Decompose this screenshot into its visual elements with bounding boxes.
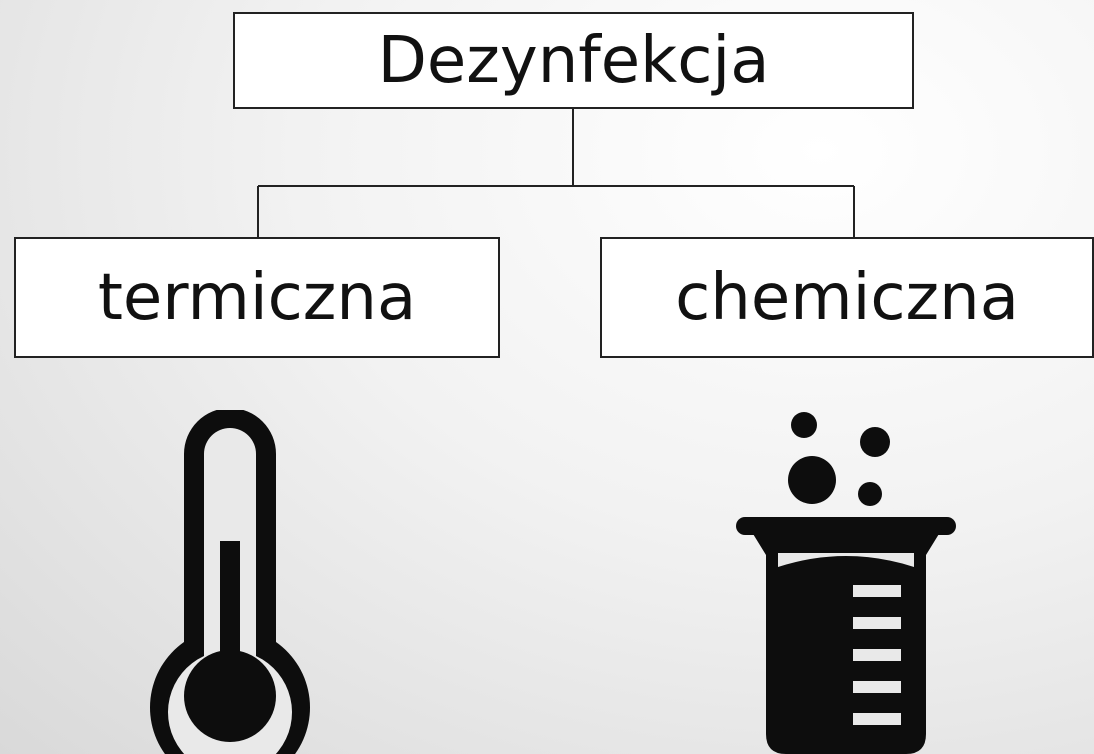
root-node-label: Dezynfekcja — [377, 23, 770, 98]
thermometer-icon — [150, 410, 310, 754]
branch-node-thermal: termiczna — [14, 237, 500, 358]
branch-node-thermal-label: termiczna — [97, 260, 417, 335]
branch-node-chemical: chemiczna — [600, 237, 1094, 358]
branch-node-chemical-label: chemiczna — [675, 260, 1019, 335]
root-node: Dezynfekcja — [233, 12, 914, 109]
beaker-icon — [736, 412, 956, 754]
